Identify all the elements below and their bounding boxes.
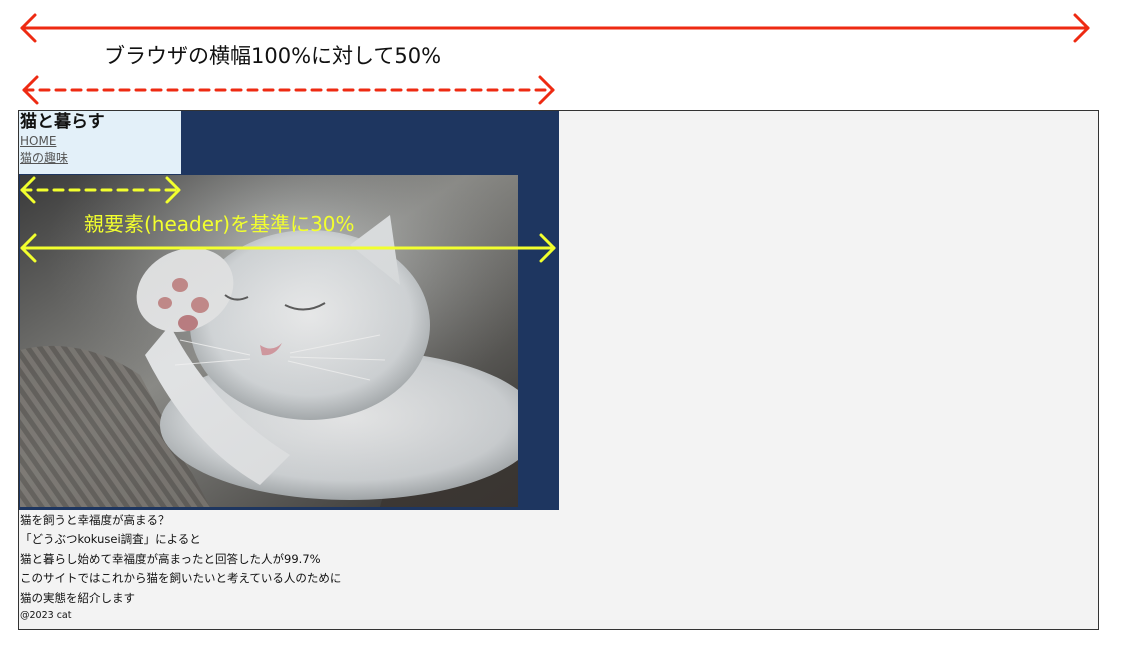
content-line: 「どうぶつkokusei調査」によると [20,532,201,547]
parent-basis-label: 親要素(header)を基準に30% [84,212,355,236]
content-line: このサイトではこれから猫を飼いたいと考えている人のために [20,571,342,586]
browser-viewport: 猫と暮らす HOME 猫の趣味 [18,110,1099,630]
footer-copyright: @2023 cat [20,610,72,622]
nav-link-home[interactable]: HOME [20,134,57,148]
content-line: 猫と暮らし始めて幸福度が高まったと回答した人が99.7% [20,551,321,566]
content-line: 猫の実態を紹介します [20,590,135,605]
half-width-arrow [22,75,555,105]
nav-link-cat-hobby[interactable]: 猫の趣味 [20,151,69,165]
full-width-arrow [20,13,1090,43]
browser-width-label: ブラウザの横幅100%に対して50% [104,44,442,68]
site-title: 猫と暮らす [20,112,105,132]
header-brand-box: 猫と暮らす HOME 猫の趣味 [19,111,181,174]
hero-image [20,175,518,507]
main-content: 猫を飼うと幸福度が高まる？ 「どうぶつkokusei調査」によると 猫と暮らし始… [19,511,560,624]
sleeping-cat-photo [20,175,518,507]
content-line: 猫を飼うと幸福度が高まる？ [20,513,170,527]
site-header: 猫と暮らす HOME 猫の趣味 [19,111,559,510]
